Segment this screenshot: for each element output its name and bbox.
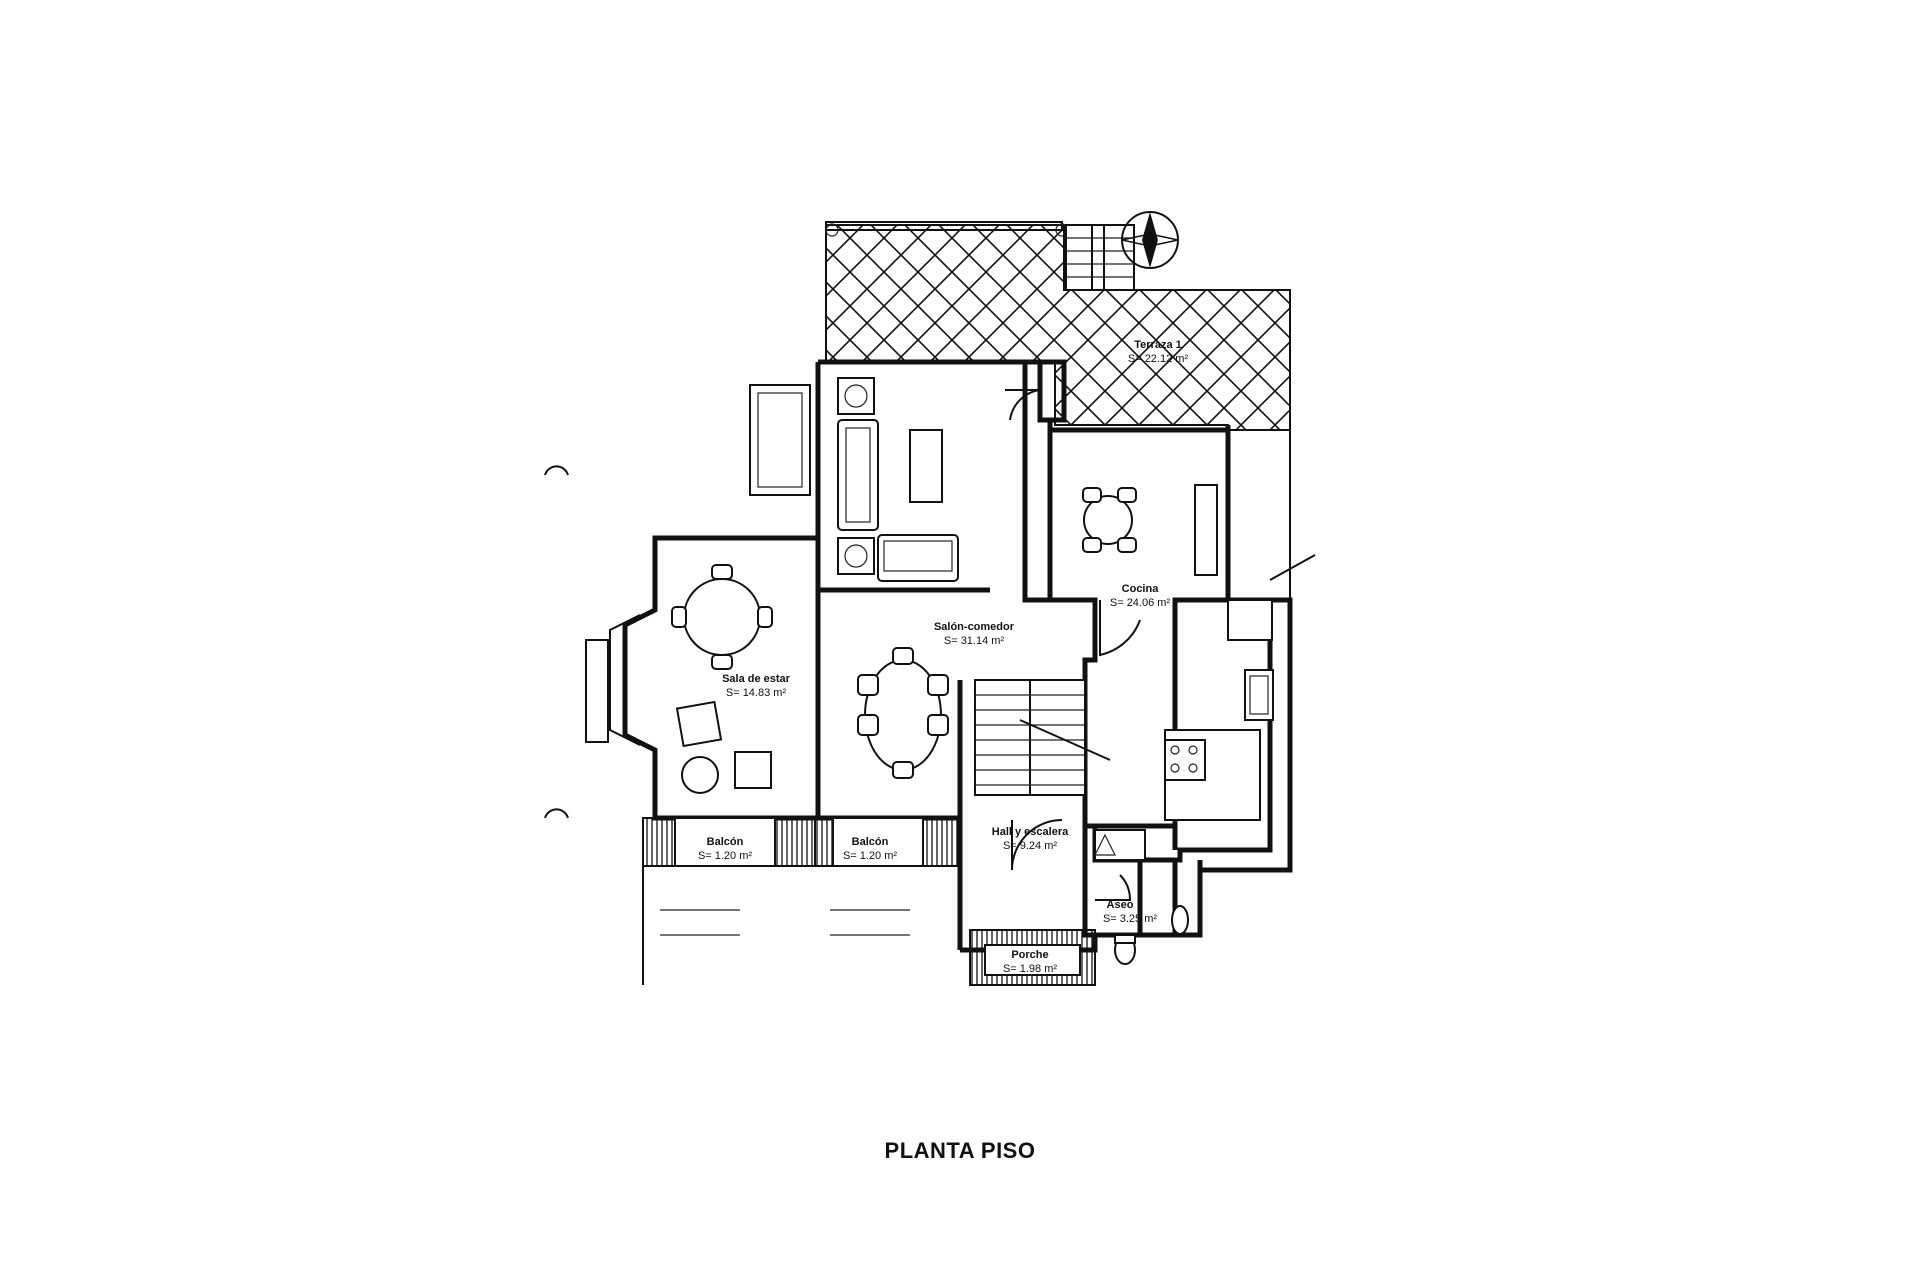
dining-table <box>857 647 949 779</box>
staircase <box>974 679 1111 796</box>
bathroom-fixtures <box>1094 829 1189 965</box>
room-label-cocina: Cocina <box>1122 583 1160 595</box>
terrace <box>825 221 1291 431</box>
balcony-left-upper <box>749 384 811 496</box>
room-area-salon: S= 31.14 m² <box>944 635 1005 647</box>
room-area-hall: S= 9.24 m² <box>1003 840 1057 852</box>
front-balconies <box>642 817 961 867</box>
terrace-stairs <box>1065 224 1135 291</box>
room-label-terraza: Terraza 1 <box>1134 339 1182 351</box>
room-area-balcon-1: S= 1.20 m² <box>698 850 752 862</box>
doors <box>1005 389 1316 901</box>
bay-window <box>585 614 641 746</box>
sitting-furniture <box>671 564 773 794</box>
living-furniture <box>837 377 959 582</box>
room-label-porche: Porche <box>1011 949 1048 961</box>
room-area-sala: S= 14.83 m² <box>726 687 787 699</box>
room-area-terraza: S= 22.12 m² <box>1128 353 1189 365</box>
porch <box>969 929 1096 986</box>
plan-caption: PLANTA PISO <box>884 1138 1036 1163</box>
room-area-cocina: S= 24.06 m² <box>1110 597 1171 609</box>
ground-lines <box>642 430 1291 985</box>
room-area-porche: S= 1.98 m² <box>1003 963 1057 975</box>
north-arrow-icon <box>1121 211 1179 269</box>
room-area-balcon-2: S= 1.20 m² <box>843 850 897 862</box>
room-label-aseo: Aseo <box>1107 899 1134 911</box>
room-label-salon: Salón-comedor <box>934 621 1015 633</box>
room-label-sala: Sala de estar <box>722 673 791 685</box>
room-area-aseo: S= 3.25 m² <box>1103 913 1157 925</box>
kitchen-fixtures <box>1082 484 1274 821</box>
margin-marks <box>544 465 569 819</box>
room-label-balcon-2: Balcón <box>852 836 889 848</box>
room-label-hall: Hall y escalera <box>992 826 1069 838</box>
room-labels: Terraza 1 S= 22.12 m² Cocina S= 24.06 m²… <box>698 339 1189 975</box>
room-label-balcon-1: Balcón <box>707 836 744 848</box>
